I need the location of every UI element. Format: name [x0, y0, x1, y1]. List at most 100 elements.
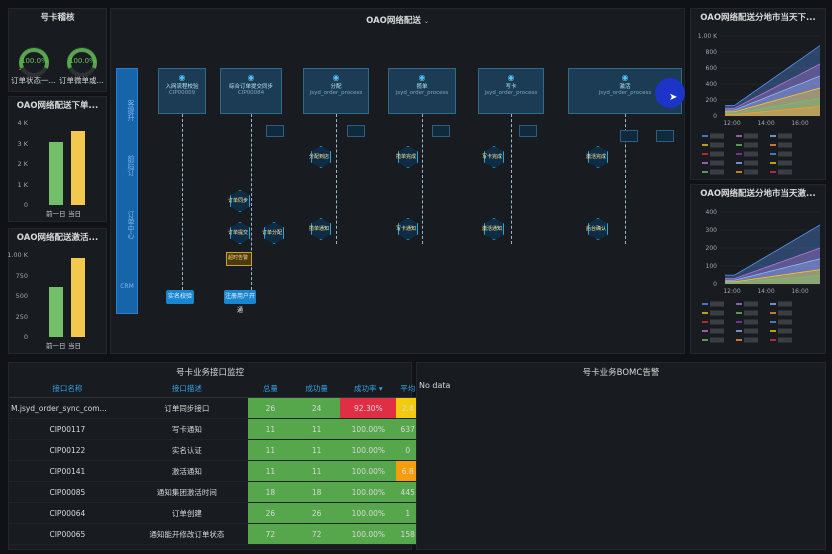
series-line [725, 247, 821, 279]
column-header[interactable]: 成功量 [292, 380, 341, 398]
flow-panel: OAO网络配送 ⌄ [110, 8, 685, 354]
column-header[interactable]: 成功率 ▾ [340, 380, 397, 398]
stage-sub: jsyd_order_process [484, 90, 538, 96]
series-line [725, 98, 821, 114]
series-area [725, 76, 820, 116]
legend-label-redacted [710, 319, 724, 325]
series-line [725, 106, 821, 115]
flow-step-hex[interactable] [311, 218, 331, 240]
table-cell: CIP00085 [9, 481, 126, 503]
panel-title: 号卡业务接口监控 [175, 368, 244, 378]
flow-step-hex[interactable] [264, 222, 284, 244]
bar [49, 286, 63, 337]
flow-step-hex[interactable] [484, 218, 504, 240]
y-tick-label: 300 [706, 227, 718, 234]
flow-step-hex[interactable] [230, 222, 250, 244]
column-header[interactable]: 总量 [247, 380, 293, 398]
stage-title: 写卡 [505, 84, 517, 90]
table-cell: CIP00117 [9, 418, 126, 440]
connector-line [422, 114, 423, 244]
table-cell: 100.00% [340, 481, 397, 503]
table-cell: 2.4 [396, 397, 419, 419]
flow-button-register[interactable]: 注册用户开通 [224, 290, 256, 314]
stage-sub: jsyd_order_process [598, 90, 652, 96]
table-cell: 0 [396, 439, 419, 461]
column-header[interactable]: 平均 [396, 380, 419, 398]
legend-label-redacted [710, 328, 724, 334]
flow-step-label: 揽单完成 [396, 154, 417, 160]
panel-title[interactable]: OAO网络配送 ⌄ [366, 16, 429, 26]
stage-sub: CIP00009 [168, 90, 196, 96]
flow-button-realname[interactable]: 实名校验 [166, 290, 194, 304]
flow-step-hex[interactable] [484, 146, 504, 168]
flow-step-label: 揽单通知 [309, 226, 330, 232]
x-tick-label: 前一日 [46, 210, 66, 218]
flow-step-label: 订单提交 [228, 230, 249, 236]
flow-step-hex[interactable] [588, 218, 608, 240]
table-cell: 激活通知 [125, 460, 248, 482]
y-tick-label: 1.00 K [7, 251, 28, 259]
table-cell: CIP00122 [9, 439, 126, 461]
table-cell: 订单创建 [125, 502, 248, 524]
table-cell: 72 [292, 523, 341, 545]
flow-step-hex[interactable] [230, 190, 250, 212]
table-cell: 通知能开修改订单状态 [125, 523, 248, 545]
table-cell: 11 [292, 418, 341, 440]
y-tick-label: 3 K [17, 139, 28, 148]
flow-step-hex[interactable] [398, 218, 418, 240]
stats-box [266, 125, 284, 137]
gauge-panel: 号卡稽核 100.0% 订单状态一... 100.0% 订单微单或... [8, 8, 107, 92]
flow-step-hex[interactable] [311, 146, 331, 168]
table-cell: 11 [247, 418, 293, 440]
y-tick-label: 400 [706, 81, 718, 88]
legend-label-redacted [710, 142, 724, 148]
column-header[interactable]: 接口名称 [9, 380, 126, 398]
x-tick-label: 当日 [68, 342, 81, 350]
table-cell: 写卡通知 [125, 418, 248, 440]
series-line [725, 87, 821, 113]
legend-label-redacted [778, 151, 792, 157]
y-tick-label: 250 [15, 312, 28, 321]
panel-title: OAO网络配送下单... [16, 101, 99, 111]
connector-line [182, 114, 183, 290]
legend-label-redacted [744, 310, 758, 316]
y-tick-label: 4 K [17, 119, 28, 127]
stage-sub: CIP00084 [237, 90, 265, 96]
flow-step-hex[interactable] [588, 146, 608, 168]
stats-box [620, 130, 638, 142]
table-cell: 100.00% [340, 439, 397, 461]
no-data-text: No data [419, 381, 451, 390]
y-tick-label: 750 [15, 271, 28, 280]
table-cell: 11 [247, 460, 293, 482]
mouse-pointer-icon: ➤ [669, 92, 678, 103]
table-cell: 92.30% [340, 397, 397, 419]
gauge-value: 100.0% [69, 57, 96, 65]
lane-bar [116, 68, 138, 314]
table-cell: 1 [396, 502, 419, 524]
stage-sub: jsyd_order_process [395, 90, 449, 96]
connector-line [511, 114, 512, 244]
column-header[interactable]: 接口描述 [125, 380, 248, 398]
flow-step-hex[interactable] [398, 146, 418, 168]
bomc-panel: 号卡业务BOMC告警 No data [416, 362, 826, 550]
table-cell: 158 [396, 523, 419, 545]
y-tick-label: 1 K [17, 180, 28, 189]
lane-label: 客提升 [127, 99, 135, 121]
x-tick-label: 前一日 [46, 342, 66, 350]
flow-step-label: 订单分配 [262, 230, 283, 236]
flow-step-label: 激活通知 [482, 226, 503, 232]
